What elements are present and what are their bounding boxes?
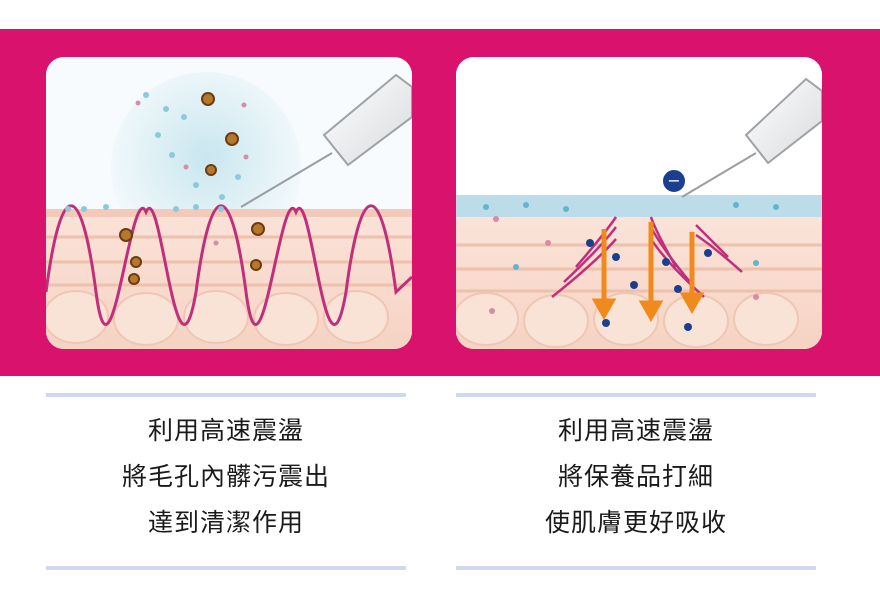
cleansing-illustration bbox=[46, 57, 412, 349]
caption-line: 使肌膚更好吸收 bbox=[544, 508, 727, 537]
divider-top-right bbox=[456, 393, 816, 397]
caption-line: 將保養品打細 bbox=[557, 462, 714, 491]
cleansing-illustration-svg bbox=[46, 57, 412, 349]
negative-ion-symbol: − bbox=[667, 171, 680, 190]
caption-line: 達到清潔作用 bbox=[147, 508, 304, 537]
absorption-illustration-svg: − bbox=[456, 57, 822, 349]
divider-bottom-left bbox=[46, 566, 406, 570]
caption-line: 利用高速震盪 bbox=[557, 416, 714, 445]
caption-line: 將毛孔內髒污震出 bbox=[121, 462, 330, 491]
sonic-wave bbox=[46, 206, 412, 325]
caption-line: 利用高速震盪 bbox=[147, 416, 304, 445]
divider-top-left bbox=[46, 393, 406, 397]
absorption-caption: 利用高速震盪 將保養品打細 使肌膚更好吸收 bbox=[456, 408, 816, 546]
absorption-illustration: − bbox=[456, 57, 822, 349]
divider-bottom-right bbox=[456, 566, 816, 570]
cleansing-caption: 利用高速震盪 將毛孔內髒污震出 達到清潔作用 bbox=[46, 408, 406, 546]
negative-ion-icon bbox=[661, 168, 687, 194]
